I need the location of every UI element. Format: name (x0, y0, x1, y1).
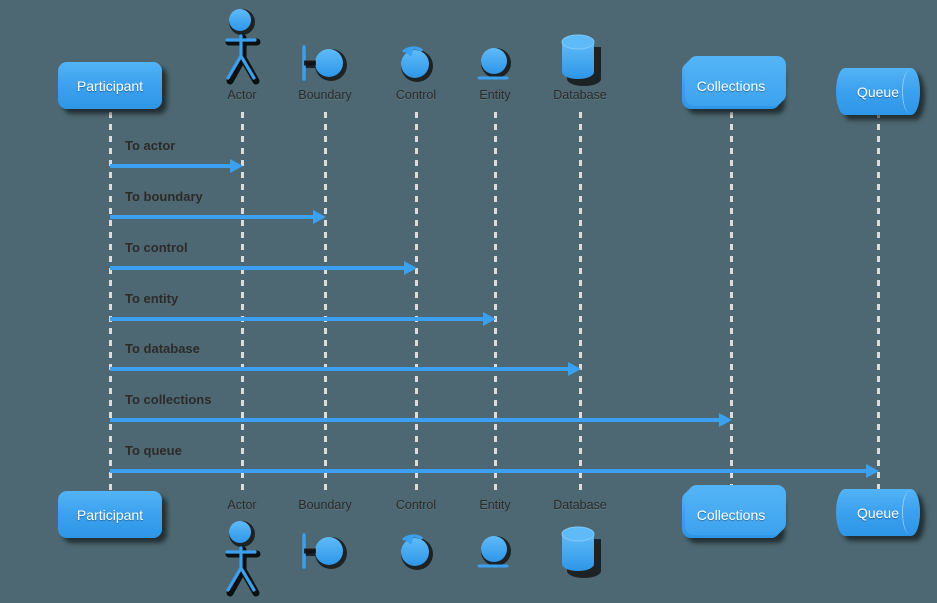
lifeline-control (415, 112, 418, 490)
queue-cylinder-edge (902, 491, 917, 534)
boundary-icon[interactable] (298, 528, 352, 581)
message-arrow-head (230, 159, 243, 173)
database-cylinder-icon[interactable] (556, 522, 604, 585)
message-label: To collections (125, 392, 212, 407)
message-arrow-line (110, 164, 232, 168)
message-label: To control (125, 240, 188, 255)
participant-box-participant[interactable]: Participant (58, 62, 162, 109)
participant-label-collections: Collections (696, 77, 766, 94)
message-label: To database (125, 341, 200, 356)
participant-box-participant[interactable]: Participant (58, 491, 162, 538)
participant-label-boundary: Boundary (298, 88, 352, 102)
actor-stickfigure-icon[interactable] (216, 8, 268, 91)
participant-label-actor: Actor (227, 88, 257, 102)
participant-label-participant: Participant (76, 506, 144, 523)
message-arrow-line (110, 469, 868, 473)
message-label: To queue (125, 443, 182, 458)
control-icon[interactable] (394, 40, 438, 93)
message-arrow-line (110, 317, 485, 321)
control-icon[interactable] (394, 528, 438, 581)
queue-cylinder-edge (902, 70, 917, 113)
lifeline-actor (241, 112, 244, 490)
message-arrow-head (483, 312, 496, 326)
participant-box-collections[interactable]: Collections (682, 485, 786, 538)
participant-label-control: Control (395, 88, 437, 102)
participant-label-queue: Queue (856, 83, 900, 100)
participant-label-boundary: Boundary (298, 498, 352, 512)
participant-label-control: Control (395, 498, 437, 512)
message-arrow-head (866, 464, 879, 478)
participant-label-database: Database (553, 498, 607, 512)
message-arrow-head (568, 362, 581, 376)
participant-label-actor: Actor (227, 498, 257, 512)
lifeline-entity (494, 112, 497, 490)
participant-label-collections: Collections (696, 506, 766, 523)
participant-label-entity: Entity (479, 498, 511, 512)
message-label: To boundary (125, 189, 203, 204)
entity-icon[interactable] (474, 528, 516, 581)
boundary-icon[interactable] (298, 40, 352, 93)
lifeline-database (579, 112, 582, 490)
message-arrow-line (110, 215, 315, 219)
participant-label-participant: Participant (76, 77, 144, 94)
participant-box-queue[interactable]: Queue (836, 489, 920, 536)
lifeline-queue (877, 112, 880, 490)
message-arrow-line (110, 367, 570, 371)
participant-box-collections[interactable]: Collections (682, 56, 786, 109)
message-arrow-line (110, 266, 406, 270)
actor-stickfigure-icon[interactable] (216, 520, 268, 603)
lifeline-collections (730, 112, 733, 490)
message-arrow-head (404, 261, 417, 275)
participant-label-queue: Queue (856, 504, 900, 521)
participant-label-database: Database (553, 88, 607, 102)
message-arrow-head (313, 210, 326, 224)
entity-icon[interactable] (474, 40, 516, 93)
participant-box-queue[interactable]: Queue (836, 68, 920, 115)
message-label: To entity (125, 291, 179, 306)
database-cylinder-icon[interactable] (556, 30, 604, 93)
lifeline-participant (109, 112, 112, 490)
participant-label-entity: Entity (479, 88, 511, 102)
message-arrow-head (719, 413, 732, 427)
message-label: To actor (125, 138, 176, 153)
message-arrow-line (110, 418, 721, 422)
lifeline-boundary (324, 112, 327, 490)
